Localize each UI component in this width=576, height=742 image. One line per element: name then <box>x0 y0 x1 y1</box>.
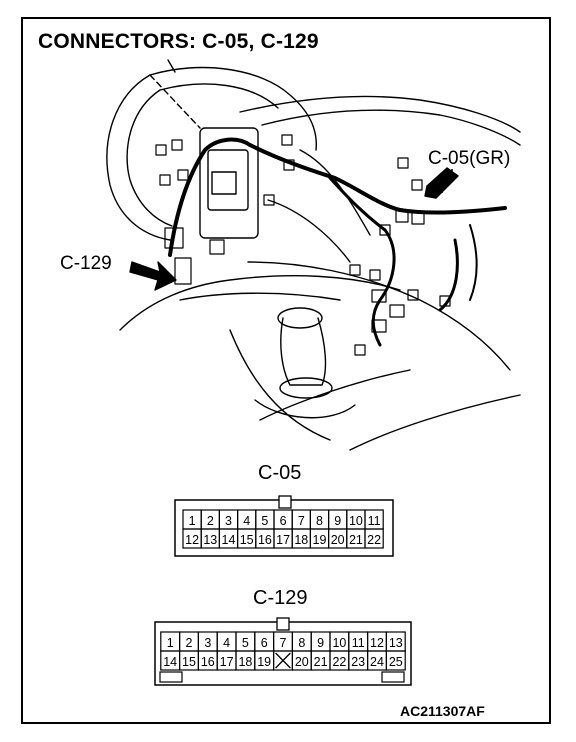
c129-latch-notch <box>381 671 405 683</box>
c129-pin-number: 5 <box>242 636 249 650</box>
c05-pin-number: 1 <box>189 514 196 528</box>
c129-pin-number: 13 <box>389 636 403 650</box>
c129-pin-number: 16 <box>201 655 215 669</box>
c129-pin-number: 11 <box>352 636 365 650</box>
dashboard-outline <box>239 95 521 133</box>
c129-pin-number: 21 <box>314 655 328 669</box>
c05-pin-number: 2 <box>207 514 214 528</box>
c129-pin-number: 18 <box>238 655 252 669</box>
c05-pin-number: 5 <box>261 514 268 528</box>
c129-pin-number: 15 <box>182 655 196 669</box>
c129-empty-cavity <box>275 652 291 669</box>
c05-pin-number: 22 <box>367 533 381 547</box>
c129-pin-number: 2 <box>186 636 193 650</box>
c05-pin-number: 17 <box>276 533 290 547</box>
c129-pin-number: 14 <box>163 655 177 669</box>
c05-pin-number: 18 <box>294 533 308 547</box>
c05-pin-number: 6 <box>280 514 287 528</box>
harness-connectors <box>155 134 451 356</box>
wiring-harness <box>168 137 252 257</box>
c05-pin-number: 13 <box>203 533 217 547</box>
c129-arrow <box>129 261 177 291</box>
c129-pin-number: 1 <box>167 636 174 650</box>
c05-pin-number: 14 <box>222 533 236 547</box>
c129-connector-label: C-129 <box>253 587 308 609</box>
figure-id: AC211307AF <box>400 703 485 719</box>
c129-pin-number: 9 <box>317 636 324 650</box>
c129-pin-number: 10 <box>332 636 346 650</box>
c05-pin-number: 3 <box>225 514 232 528</box>
c05-pin-number: 7 <box>298 514 305 528</box>
c05-pin-number: 11 <box>368 514 381 528</box>
c129-pin-number: 7 <box>280 636 287 650</box>
c05-pin-number: 21 <box>349 533 363 547</box>
gear-shifter <box>280 317 327 386</box>
c05-pin-number: 15 <box>240 533 254 547</box>
diagram-title: CONNECTORS: C-05, C-129 <box>38 30 319 53</box>
c129-pin-number: 25 <box>389 655 403 669</box>
c05-pin-number: 10 <box>349 514 363 528</box>
c05-pin-cell <box>364 528 384 549</box>
c129-latch-notch <box>159 671 183 683</box>
c129-pin-number: 19 <box>257 655 271 669</box>
c129-pin-cell <box>385 650 406 671</box>
c129-pin-number: 24 <box>370 655 384 669</box>
c05-pin-number: 20 <box>331 533 345 547</box>
c129-pin-number: 20 <box>295 655 309 669</box>
c05-pin-number: 4 <box>243 514 250 528</box>
c05-pin-number: 19 <box>313 533 327 547</box>
c129-pin-number: 12 <box>370 636 384 650</box>
c05-pin-number: 16 <box>258 533 272 547</box>
c05-pin-number: 9 <box>334 514 341 528</box>
c129-pin-number: 8 <box>298 636 305 650</box>
c129-pin-number: 3 <box>204 636 211 650</box>
c129-pin-number: 23 <box>351 655 365 669</box>
c129-pin-number: 22 <box>332 655 346 669</box>
steering-wheel <box>106 66 317 241</box>
c05-pin-number: 12 <box>185 533 199 547</box>
c05-connector-label: C-05 <box>258 462 302 484</box>
c05-lock-tab <box>278 495 292 509</box>
c05-pin-number: 8 <box>316 514 323 528</box>
c129-lock-tab <box>276 617 290 631</box>
c129-pin-number: 4 <box>223 636 230 650</box>
c05-callout: C-05(GR) <box>428 148 511 169</box>
c129-pin-number: 17 <box>220 655 234 669</box>
c129-pin-number: 6 <box>261 636 268 650</box>
c129-callout: C-129 <box>60 253 112 274</box>
